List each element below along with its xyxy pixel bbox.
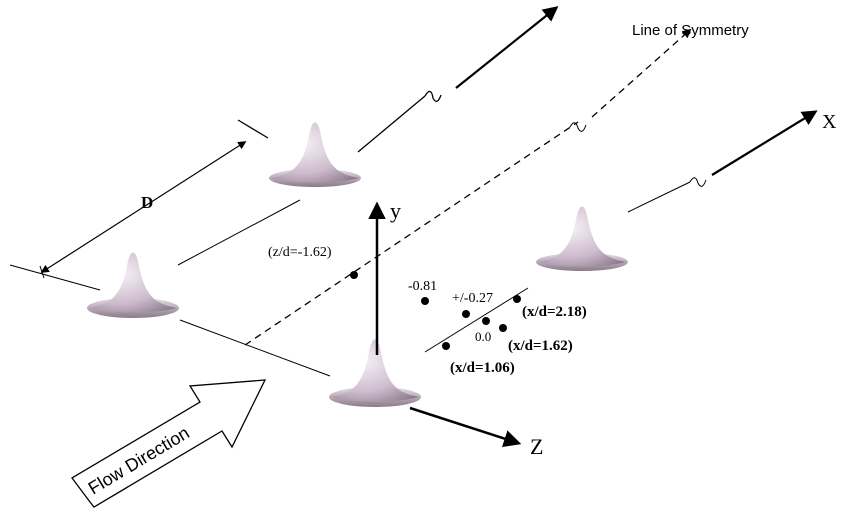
measurement-line [424,287,529,353]
point-z-neg162 [350,271,358,279]
x-position-near-label: (x/d=1.06) [450,360,515,376]
spacing-dimension [39,141,247,279]
z-axis-label: Z [530,434,543,459]
point-x106 [442,342,450,350]
flow-direction-arrow [71,379,267,508]
point-027-upper [462,310,470,318]
upper-row-line [237,6,559,153]
z-value-mid-label: +/-0.27 [452,291,493,306]
y-axis-label: y [390,198,401,223]
spacing-label: D [141,193,153,212]
bump-left [87,252,179,318]
bump-center [329,339,421,407]
point-x218 [513,295,521,303]
measurement-points [350,271,521,350]
point-neg081 [421,297,429,305]
bump-upper [269,122,361,187]
z-value-far-label: -0.81 [408,279,437,294]
point-x162 [499,324,507,332]
z-value-center-label: 0.0 [475,329,491,344]
lower-row-line [627,110,818,213]
x-position-far-label: (x/d=2.18) [522,304,587,320]
bump-right [536,206,628,271]
symmetry-line [177,28,692,346]
z-axis [409,406,522,448]
z-position-label: (z/d=-1.62) [268,245,332,260]
x-axis-label: X [822,111,837,133]
spanwise-line [9,264,331,377]
x-position-mid-label: (x/d=1.62) [508,338,573,354]
point-00 [482,317,490,325]
line-of-symmetry-label: Line of Symmetry [632,22,749,39]
